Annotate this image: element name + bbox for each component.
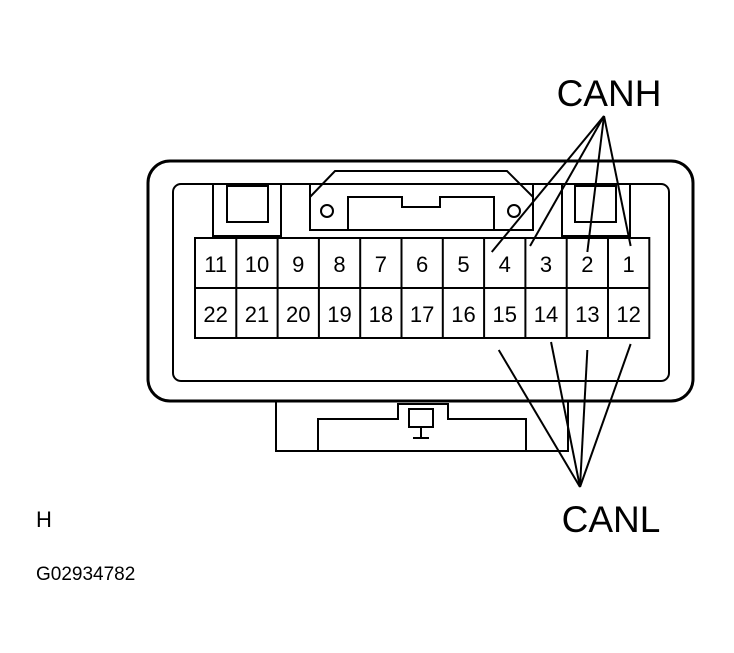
bottom-lock-tab [408,408,434,428]
canh-leader-line [586,115,605,253]
pin-label: 4 [499,252,511,277]
latch-slot-left [347,196,432,230]
canh-leader-line [603,115,632,247]
canh-leader-line [490,115,605,253]
pin-label: 14 [534,302,558,327]
canl-leader-lines [497,341,632,488]
pin-label: 22 [203,302,227,327]
bottom-lock-plate [317,403,527,451]
latch-left-edge [309,197,320,231]
pin-label: 19 [327,302,351,327]
connector-inner-edge [172,183,670,382]
guide-key-right-outer [561,184,631,237]
guide-key-left-outer [212,184,282,237]
canh-leader-line [529,115,605,247]
pin-label: 8 [333,252,345,277]
pin-label: 10 [245,252,269,277]
pin-label: 9 [292,252,304,277]
guide-key-left [226,185,269,223]
pin-label: 11 [204,252,227,277]
canh-label: CANH [557,73,662,114]
pin-label: 18 [369,302,393,327]
canl-leader-line [550,341,581,488]
connector-housing [146,159,695,403]
pin-label: 20 [286,302,310,327]
latch-hole-left [320,204,334,218]
pin-label: 17 [410,302,434,327]
pin-label: 21 [245,302,269,327]
pin-label: 13 [575,302,599,327]
pin-label: 7 [375,252,387,277]
canl-leader-line [579,343,632,488]
figure-code: G02934782 [36,564,135,585]
connector-latch [309,170,534,200]
pin-label: 2 [581,252,593,277]
canl-leader-line [497,349,581,488]
canl-label: CANL [562,499,661,540]
pin-label: 1 [623,252,635,277]
view-label: H [36,507,52,532]
latch-right-edge [522,197,534,231]
pin-label: 15 [493,302,517,327]
latch-hole-right [507,204,521,218]
pin-label: 5 [457,252,469,277]
canl-leader-line [579,349,589,488]
pin-label: 3 [540,252,552,277]
pin-label: 12 [616,302,640,327]
canh-leader-lines [490,115,632,253]
pin-label: 6 [416,252,428,277]
latch-slot-right [432,196,495,230]
pin-label: 16 [451,302,475,327]
